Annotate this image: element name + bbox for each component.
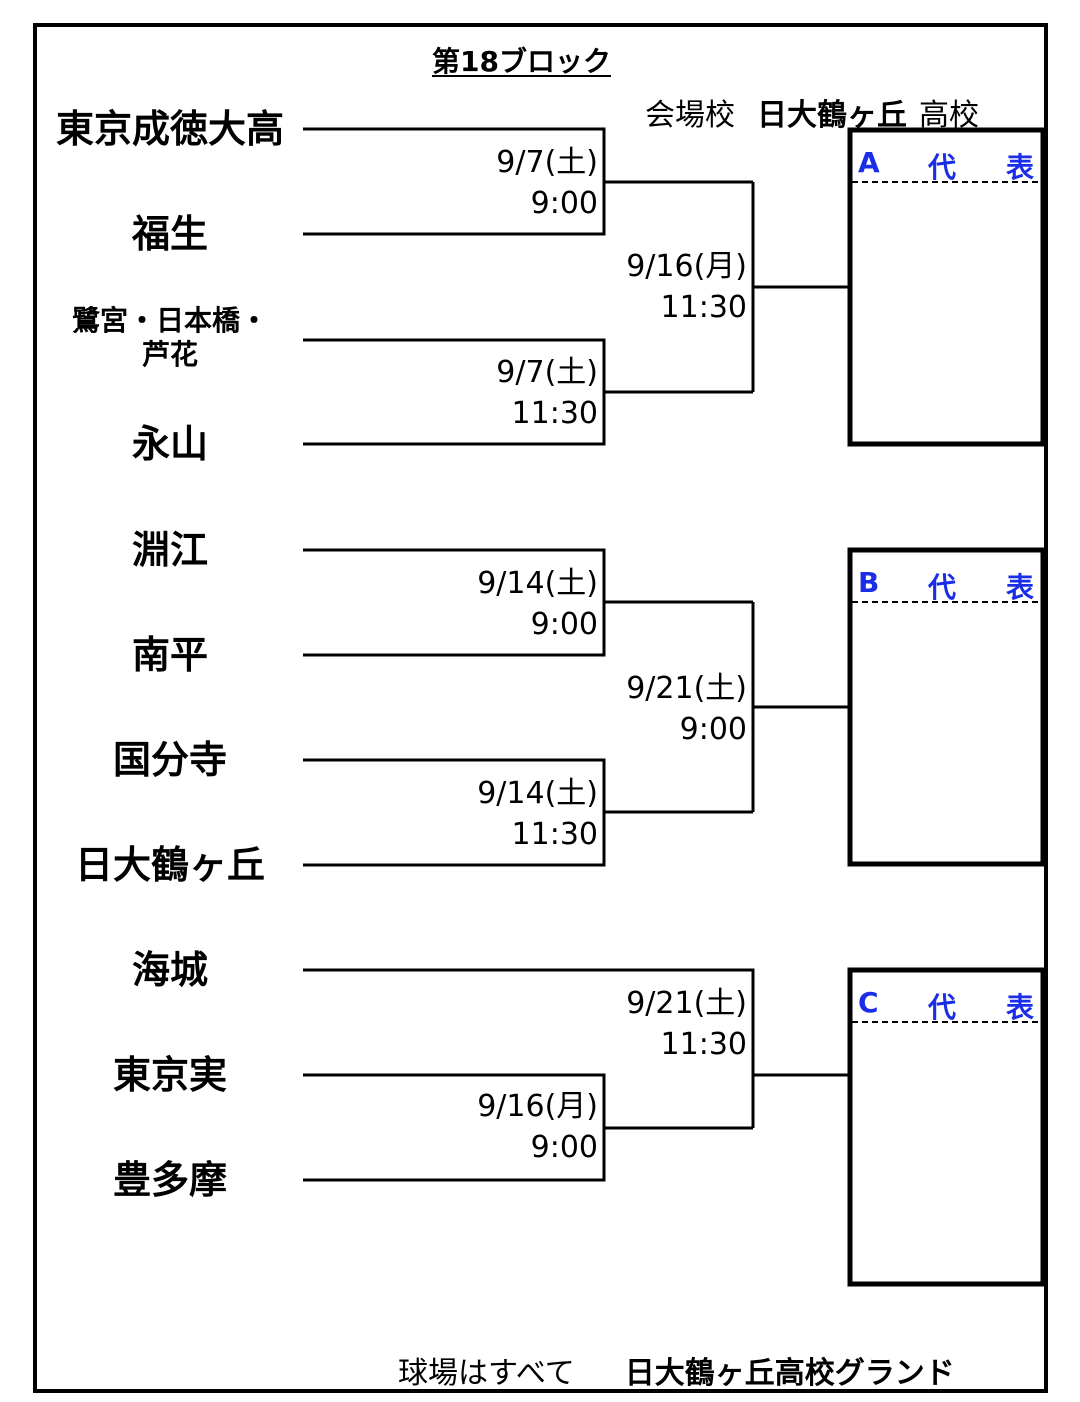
game-date: 9/16(月)	[626, 249, 747, 284]
rep-char: 代	[928, 151, 957, 184]
rep-char: 表	[1006, 991, 1035, 1024]
bracket-line-game-5	[303, 758, 753, 867]
bracket-line-game-4	[303, 548, 753, 657]
game-schedule-2: 9/7(土) 11:30	[496, 352, 598, 434]
rep-letter-a: A	[858, 146, 880, 179]
game-time: 9:00	[530, 186, 598, 221]
game-time: 9:00	[530, 607, 598, 642]
team-name: 国分寺	[112, 738, 227, 782]
rep-letter-b: B	[858, 566, 880, 599]
team-name: 淵江	[131, 528, 208, 572]
game-schedule-4: 9/14(土) 9:00	[477, 563, 598, 645]
team-name: 芦花	[141, 338, 198, 371]
game-date: 9/21(土)	[626, 986, 747, 1021]
team-name: 永山	[131, 422, 208, 466]
rep-box-c	[847, 967, 1046, 1287]
team-name: 海城	[131, 948, 208, 992]
team-name: 南平	[131, 633, 208, 677]
game-date: 9/14(土)	[477, 566, 598, 601]
game-date: 9/7(土)	[496, 145, 598, 180]
game-time: 11:30	[660, 290, 747, 325]
game-schedule-5: 9/14(土) 11:30	[477, 773, 598, 855]
bracket-line-game-2	[303, 338, 753, 446]
game-schedule-3: 9/16(月) 11:30	[626, 246, 747, 328]
bracket-line-game-3	[751, 182, 850, 392]
rep-char: 表	[1006, 571, 1035, 604]
game-time: 9:00	[679, 712, 747, 747]
game-time: 11:30	[511, 396, 598, 431]
bracket-line-game-6	[751, 602, 850, 812]
footer-note: 球場はすべて 日大鶴ヶ丘高校グランド	[398, 1348, 955, 1392]
venue-line: 会場校日大鶴ヶ丘高校	[645, 90, 979, 134]
game-date: 9/14(土)	[477, 776, 598, 811]
game-date: 9/16(月)	[477, 1089, 598, 1124]
block-title: 第18ブロック	[432, 45, 611, 78]
game-schedule-8: 9/21(土) 11:30	[626, 983, 747, 1065]
rep-char: 代	[928, 991, 957, 1024]
rep-box-a	[847, 127, 1046, 447]
team-name: 鷺宮・日本橋・	[71, 304, 268, 337]
team-name: 日大鶴ヶ丘	[74, 843, 265, 887]
rep-char: 表	[1006, 151, 1035, 184]
rep-letter-c: C	[858, 986, 879, 1019]
rep-box-b	[847, 547, 1046, 867]
venue-suffix: 高校	[919, 98, 979, 133]
team-name: 福生	[131, 212, 208, 256]
bracket-line-game-7	[303, 1073, 753, 1182]
game-date: 9/21(土)	[626, 671, 747, 706]
team-name: 東京実	[112, 1053, 227, 1097]
game-schedule-6: 9/21(土) 9:00	[626, 668, 747, 750]
bracket-line-game-1	[303, 127, 753, 236]
bracket-frame	[33, 23, 1048, 1393]
bracket-line-game-8	[303, 968, 850, 1128]
footer-ground: 日大鶴ヶ丘高校グランド	[624, 1356, 955, 1391]
team-name: 東京成徳大高	[55, 107, 284, 151]
game-schedule-7: 9/16(月) 9:00	[477, 1086, 598, 1168]
game-time: 11:30	[511, 817, 598, 852]
game-time: 11:30	[660, 1027, 747, 1062]
team-name: 豊多摩	[112, 1158, 227, 1202]
footer-text: 球場はすべて	[398, 1356, 575, 1391]
game-time: 9:00	[530, 1130, 598, 1165]
venue-school: 日大鶴ヶ丘	[757, 98, 907, 133]
game-schedule-1: 9/7(土) 9:00	[496, 142, 598, 224]
venue-label: 会場校	[645, 98, 735, 133]
rep-char: 代	[928, 571, 957, 604]
game-date: 9/7(土)	[496, 355, 598, 390]
